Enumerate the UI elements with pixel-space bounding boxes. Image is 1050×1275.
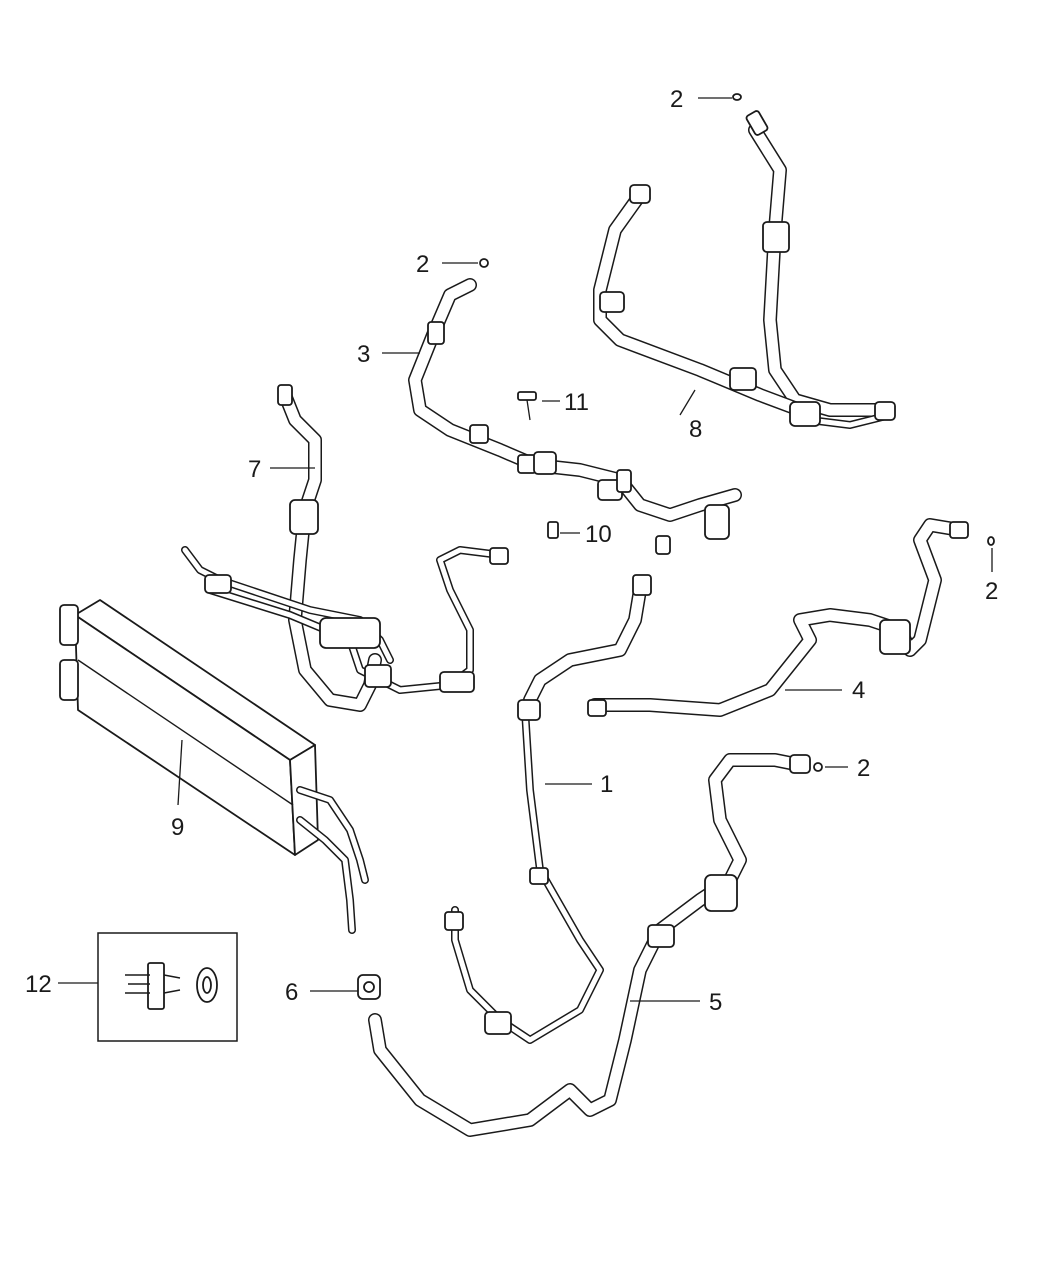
callout-2-right: 2 [985,578,998,605]
part-1-hose [444,574,652,1044]
part-3-hose [408,278,742,555]
callout-labels: 2 2 3 11 8 7 10 2 4 1 2 9 12 6 5 [25,86,998,1016]
part-6-clamp [357,974,381,1000]
callout-12: 12 [25,971,52,998]
callout-8: 8 [689,416,702,443]
part-10-fastener [547,521,559,539]
callout-7: 7 [248,456,261,483]
part-8-hose-assembly [593,110,896,429]
callout-2-top: 2 [670,86,683,113]
callout-2-upper-mid: 2 [416,251,429,278]
callout-6: 6 [285,979,298,1006]
part-9-cooler [59,599,369,934]
callout-9: 9 [171,814,184,841]
callout-10: 10 [585,521,612,548]
callout-11: 11 [564,389,589,416]
callout-5: 5 [709,989,722,1016]
callout-3: 3 [357,341,370,368]
part-7-hose [181,384,509,712]
part-2-o-rings [479,93,995,772]
callout-4: 4 [852,677,865,704]
callout-leaders [58,97,993,1002]
part-4-hose [587,518,969,717]
callout-2-lower-right: 2 [857,755,870,782]
part-11-bolt [517,391,537,421]
part-5-hose [368,753,811,1137]
part-12-inset [97,932,238,1042]
callout-1: 1 [600,771,613,798]
